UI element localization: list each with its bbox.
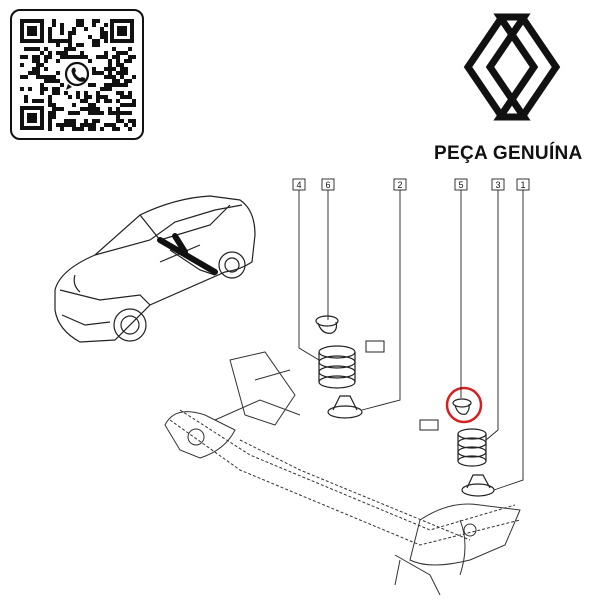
- callout-6: 6: [325, 180, 330, 190]
- callout-4: 4: [296, 180, 301, 190]
- callout-3: 3: [495, 180, 500, 190]
- spring-seat-right: [461, 474, 495, 497]
- car-axle-marker: [157, 233, 218, 275]
- whatsapp-qr-code[interactable]: [10, 9, 144, 140]
- bump-stop-right: [452, 398, 472, 415]
- spring-left: [318, 345, 356, 389]
- rear-axle-beam: [169, 409, 521, 546]
- spring-right: [457, 428, 487, 467]
- ref-tag-right: [419, 419, 439, 431]
- leader-lines: [298, 190, 524, 491]
- car-outline: [54, 195, 256, 343]
- renault-diamond-logo: [463, 13, 561, 121]
- callout-2: 2: [397, 180, 402, 190]
- spring-seat-left: [327, 395, 363, 419]
- rear-axle-arms: [164, 351, 521, 596]
- highlight-circle: [445, 386, 483, 424]
- callout-boxes: [292, 178, 530, 191]
- whatsapp-icon: [63, 60, 91, 90]
- qr-pattern: [20, 19, 136, 131]
- callout-1: 1: [520, 180, 525, 190]
- bump-stop-left: [315, 315, 339, 334]
- ref-tag-left: [365, 340, 385, 353]
- brand-title: PEÇA GENUÍNA: [434, 143, 583, 164]
- callout-5: 5: [458, 180, 463, 190]
